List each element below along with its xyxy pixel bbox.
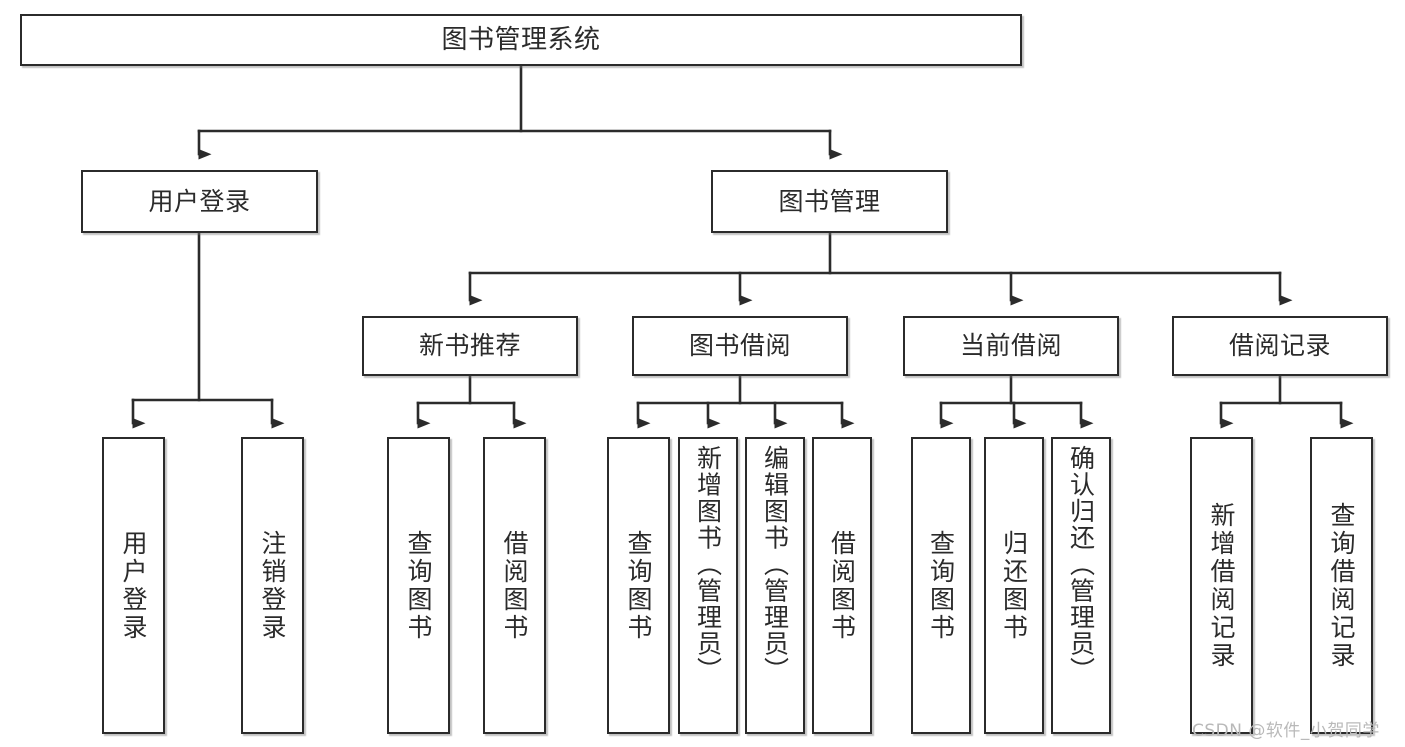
node-borrow-record[interactable]: 借阅记录 xyxy=(1172,316,1388,376)
node-borrow-record-label: 借阅记录 xyxy=(1228,331,1331,361)
node-leaf-edit-book[interactable]: 编辑图书（管理员） xyxy=(745,437,805,734)
node-user-login[interactable]: 用户登录 xyxy=(81,170,318,233)
node-leaf-add-book[interactable]: 新增图书（管理员） xyxy=(678,437,738,734)
node-leaf-borrow-book-1[interactable]: 借阅图书 xyxy=(483,437,546,734)
node-book-manage-label: 图书管理 xyxy=(778,186,881,216)
node-leaf-return-book[interactable]: 归还图书 xyxy=(984,437,1044,734)
node-book-manage[interactable]: 图书管理 xyxy=(711,170,948,233)
node-leaf-edit-book-label: 编辑图书（管理员） xyxy=(760,445,790,684)
node-leaf-query-record[interactable]: 查询借阅记录 xyxy=(1310,437,1373,734)
node-leaf-query-book-2[interactable]: 查询图书 xyxy=(607,437,670,734)
node-new-book-recommend[interactable]: 新书推荐 xyxy=(362,316,578,376)
node-leaf-query-book-1[interactable]: 查询图书 xyxy=(387,437,450,734)
node-leaf-borrow-book-2-label: 借阅图书 xyxy=(827,529,857,642)
node-book-borrow-label: 图书借阅 xyxy=(688,331,791,361)
node-leaf-query-book-3-label: 查询图书 xyxy=(926,529,956,642)
node-leaf-borrow-book-1-label: 借阅图书 xyxy=(500,529,529,642)
node-leaf-add-book-label: 新增图书（管理员） xyxy=(693,445,723,684)
node-leaf-query-book-2-label: 查询图书 xyxy=(624,529,653,642)
node-leaf-add-record-label: 新增借阅记录 xyxy=(1207,501,1236,670)
node-root[interactable]: 图书管理系统 xyxy=(20,14,1022,66)
node-book-borrow[interactable]: 图书借阅 xyxy=(632,316,848,376)
watermark-text: CSDN @软件_小贺同学 xyxy=(1192,721,1380,741)
node-new-book-recommend-label: 新书推荐 xyxy=(418,331,521,361)
node-leaf-confirm-return[interactable]: 确认归还（管理员） xyxy=(1051,437,1111,734)
node-leaf-user-login-label: 用户登录 xyxy=(119,529,148,642)
node-root-label: 图书管理系统 xyxy=(441,24,601,55)
node-leaf-query-book-1-label: 查询图书 xyxy=(404,529,433,642)
node-leaf-return-book-label: 归还图书 xyxy=(999,529,1029,642)
node-leaf-logout[interactable]: 注销登录 xyxy=(241,437,304,734)
node-leaf-add-record[interactable]: 新增借阅记录 xyxy=(1190,437,1253,734)
node-leaf-logout-label: 注销登录 xyxy=(258,529,287,642)
node-user-login-label: 用户登录 xyxy=(148,186,251,216)
node-current-borrow-label: 当前借阅 xyxy=(959,331,1062,361)
node-leaf-query-record-label: 查询借阅记录 xyxy=(1327,501,1356,670)
node-leaf-borrow-book-2[interactable]: 借阅图书 xyxy=(812,437,872,734)
node-leaf-user-login[interactable]: 用户登录 xyxy=(102,437,165,734)
node-leaf-confirm-return-label: 确认归还（管理员） xyxy=(1066,445,1096,684)
node-current-borrow[interactable]: 当前借阅 xyxy=(903,316,1119,376)
node-leaf-query-book-3[interactable]: 查询图书 xyxy=(911,437,971,734)
